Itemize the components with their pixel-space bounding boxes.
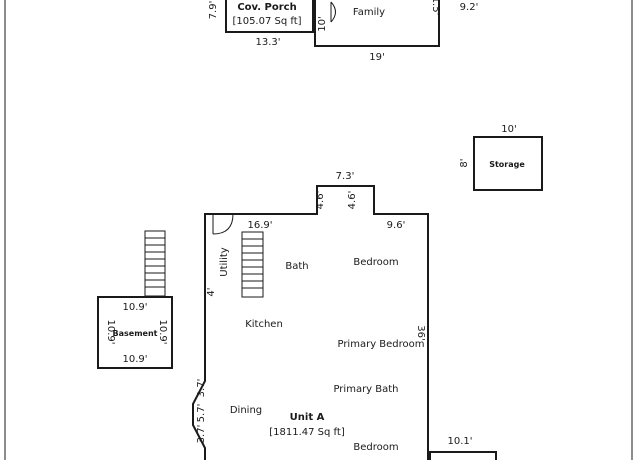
top-left-width: 16.9'	[247, 220, 272, 231]
unit-a-area: [1811.47 Sq ft]	[269, 427, 345, 438]
dimension-3-7-bottom: 3.7'	[196, 425, 207, 444]
family-door-arc	[330, 1, 336, 23]
utility-label: Utility	[219, 247, 230, 276]
interior-stairs	[241, 231, 264, 298]
basement-width-top: 10.9'	[122, 302, 147, 313]
storage-outline	[473, 136, 543, 191]
dimension-10-1: 10.1'	[447, 436, 472, 447]
storage-width: 10'	[501, 124, 516, 135]
unit-a-label: Unit A	[290, 412, 325, 423]
cov-porch-label: Cov. Porch	[237, 2, 296, 13]
basement-width-bottom: 10.9'	[122, 354, 147, 365]
unit-a-outline	[192, 185, 429, 460]
cov-porch-outline	[225, 0, 314, 33]
dimension-4: 4'	[206, 287, 217, 296]
bath-label: Bath	[285, 261, 308, 272]
basement-outline	[97, 296, 173, 369]
utility-door-arc	[212, 213, 234, 235]
cov-porch-height: 7.9'	[208, 1, 219, 20]
lower-right-room-outline	[429, 451, 497, 460]
basement-stairs	[144, 230, 166, 297]
bedroom-label: Bedroom	[353, 257, 398, 268]
bedroom-label: Bedroom	[353, 442, 398, 453]
family-height-left: 10'	[317, 16, 328, 31]
dimension-9-2: 9.2'	[460, 2, 479, 13]
family-outline	[314, 0, 440, 47]
cov-porch-width: 13.3'	[255, 37, 280, 48]
basement-label: Basement	[113, 329, 158, 338]
primary-bath-label: Primary Bath	[333, 384, 398, 395]
bump-width: 7.3'	[336, 171, 355, 182]
dining-label: Dining	[230, 405, 262, 416]
basement-height-left: 10.9'	[105, 319, 116, 344]
family-label: Family	[353, 7, 385, 18]
primary-bedroom-label: Primary Bedroom	[337, 339, 424, 350]
basement-height-right: 10.9'	[157, 319, 168, 344]
storage-height: 8'	[459, 158, 470, 167]
bump-height-right: 4.6'	[347, 191, 358, 210]
kitchen-label: Kitchen	[245, 319, 283, 330]
dimension-3-7-top: 3.7'	[196, 379, 207, 398]
bump-height-left: 4.6'	[315, 191, 326, 210]
storage-label: Storage	[489, 160, 525, 169]
top-right-width: 9.6'	[387, 220, 406, 231]
dimension-5-7: 5.7'	[196, 404, 207, 423]
cov-porch-area: [105.07 Sq ft]	[232, 16, 301, 27]
family-width: 19'	[369, 52, 384, 63]
family-height-right: 1.5'	[430, 0, 441, 15]
dimension-36: 36'	[415, 325, 426, 340]
